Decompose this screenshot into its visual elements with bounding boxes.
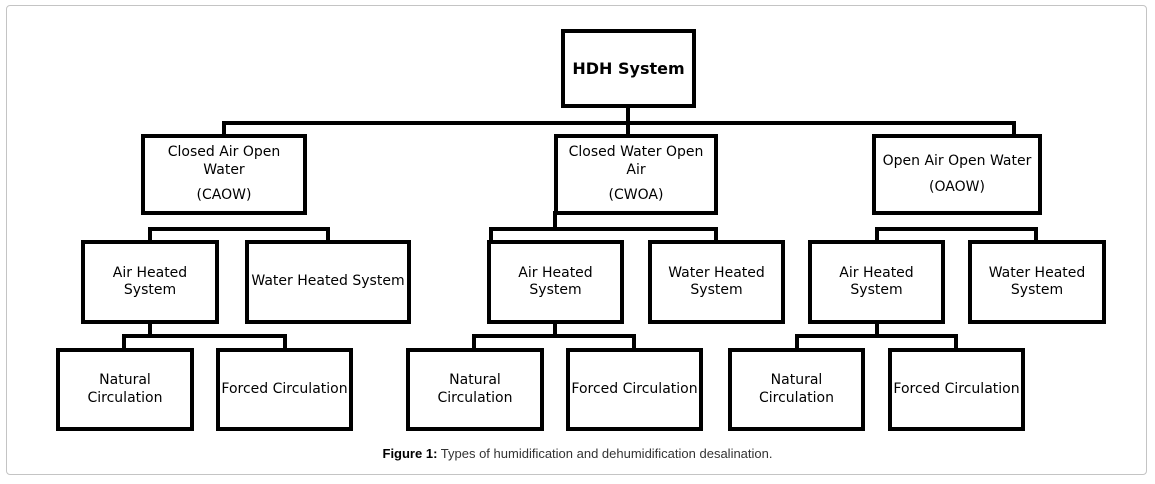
caow-water-heated-box: Water Heated System — [245, 240, 411, 324]
cwoa-natural-circulation-box: Natural Circulation — [406, 348, 544, 431]
cwoa-forced-circulation-label: Forced Circulation — [571, 380, 698, 397]
cwoa-water-heated-line1: Water Heated — [668, 264, 765, 281]
caow-label: Closed Air Open Water — [167, 144, 281, 178]
hdh-system-label: HDH System — [572, 58, 685, 78]
oaow-water-heated-line2: System — [1010, 282, 1064, 298]
figure-frame — [6, 5, 1147, 475]
oaow-natural-circulation-label: Natural Circulation — [759, 372, 834, 406]
caow-forced-circulation-label: Forced Circulation — [221, 380, 348, 397]
oaow-water-heated-line1: Water Heated — [988, 264, 1086, 281]
caption-text: Types of humidification and dehumidifica… — [437, 446, 773, 461]
oaow-air-heated-label: Air Heated System — [839, 264, 914, 299]
caow-air-heated-label: Air Heated System — [112, 264, 188, 299]
caow-water-heated-label: Water Heated System — [251, 273, 405, 290]
figure-caption: Figure 1: Types of humidification and de… — [0, 446, 1155, 461]
cwoa-abbr: (CWOA) — [608, 187, 664, 204]
oaow-label: Open Air Open Water — [882, 153, 1032, 169]
oaow-forced-circulation-box: Forced Circulation — [888, 348, 1025, 431]
cwoa-box: Closed Water Open Air (CWOA) — [554, 134, 718, 215]
cwoa-air-heated-label: Air Heated System — [518, 264, 593, 299]
oaow-natural-circulation-box: Natural Circulation — [728, 348, 865, 431]
oaow-forced-circulation-label: Forced Circulation — [893, 380, 1020, 397]
oaow-abbr: (OAOW) — [929, 178, 985, 195]
cwoa-water-heated-box: Water Heated System — [648, 240, 785, 324]
caow-box: Closed Air Open Water (CAOW) — [141, 134, 307, 215]
caow-natural-circulation-box: Natural Circulation — [56, 348, 194, 431]
caow-air-heated-box: Air Heated System — [81, 240, 219, 324]
oaow-air-heated-box: Air Heated System — [808, 240, 945, 324]
caption-label: Figure 1: — [382, 446, 438, 461]
caow-forced-circulation-box: Forced Circulation — [216, 348, 353, 431]
hdh-system-box: HDH System — [561, 29, 696, 108]
oaow-box: Open Air Open Water (OAOW) — [872, 134, 1042, 215]
caow-abbr: (CAOW) — [196, 187, 252, 204]
cwoa-label: Closed Water Open Air — [568, 144, 704, 178]
oaow-water-heated-box: Water Heated System — [968, 240, 1106, 324]
cwoa-air-heated-box: Air Heated System — [487, 240, 624, 324]
cwoa-forced-circulation-box: Forced Circulation — [566, 348, 703, 431]
cwoa-water-heated-line2: System — [690, 282, 743, 298]
caow-natural-circulation-label: Natural Circulation — [87, 372, 163, 406]
cwoa-natural-circulation-label: Natural Circulation — [437, 372, 513, 406]
